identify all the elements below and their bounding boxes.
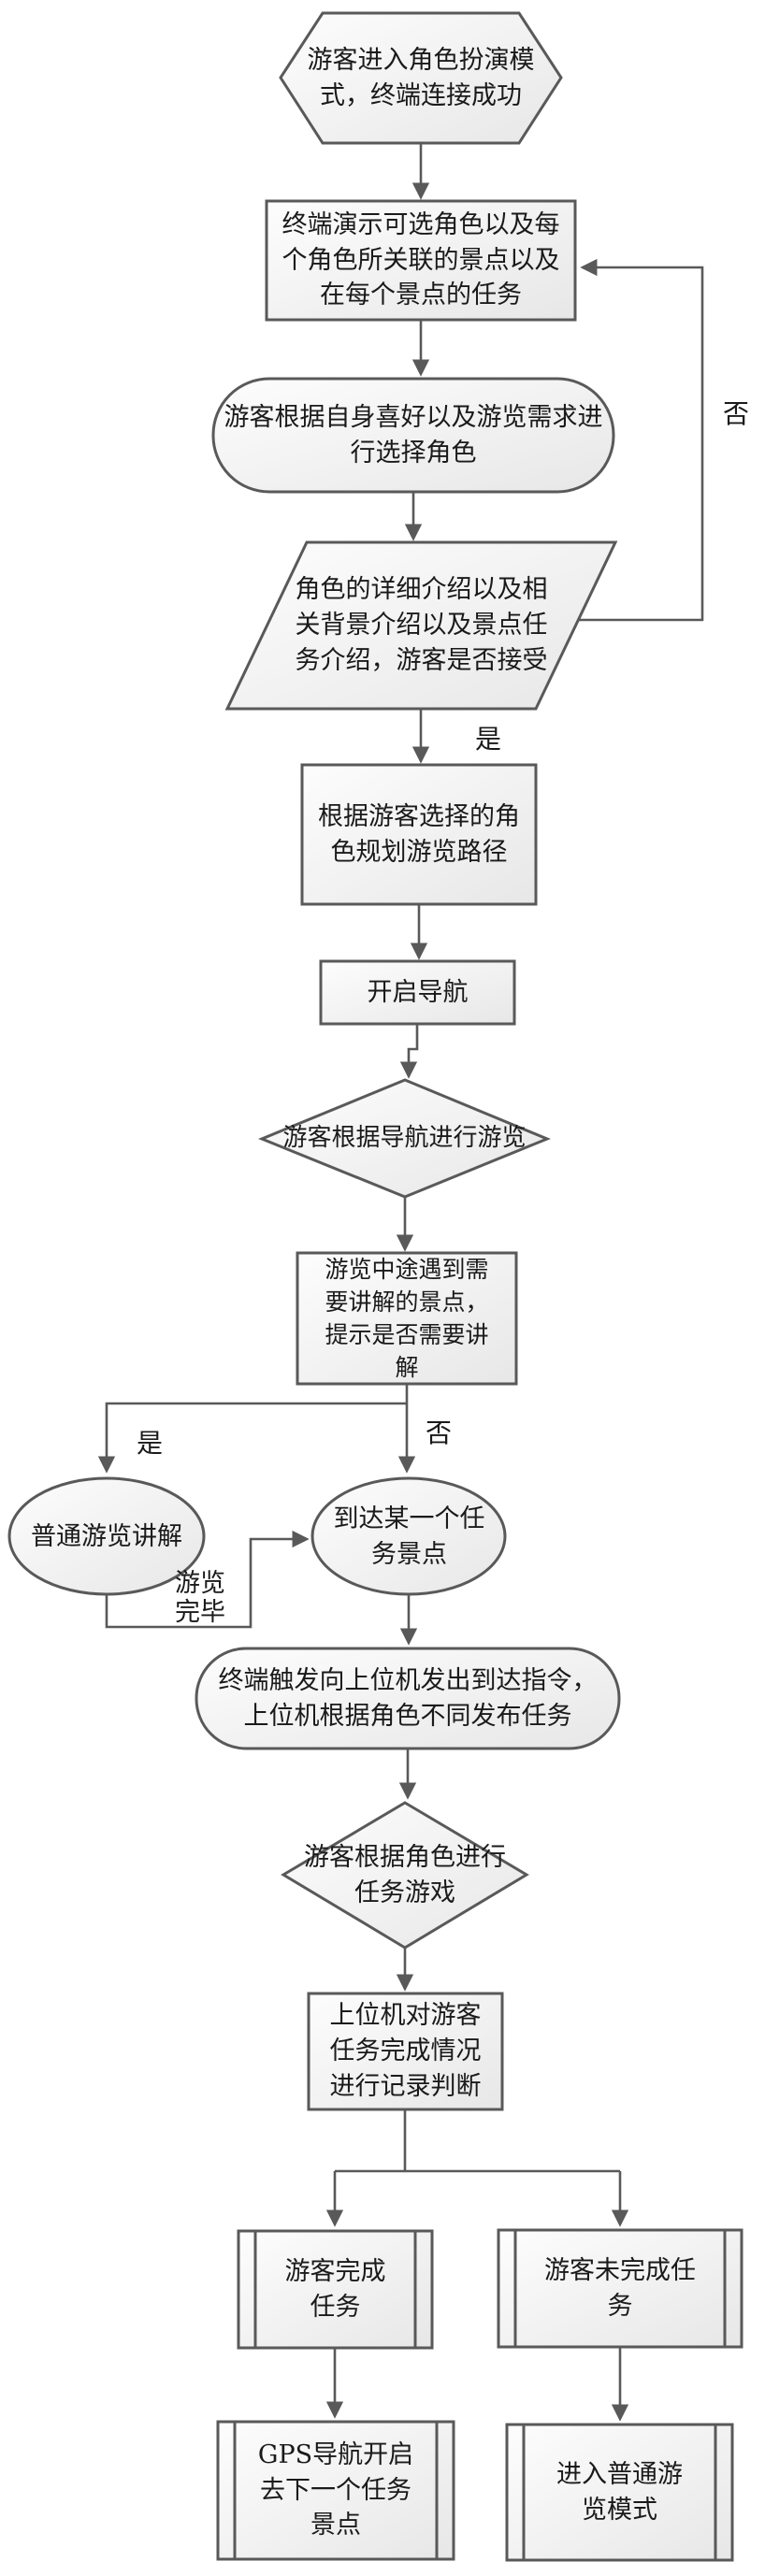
incomplete-predefined-shape [497,2228,743,2349]
connector-nav-tour [399,1024,419,1079]
edge-label-tour-done: 游览 完毕 [175,1569,225,1628]
demo-rect-shape [265,199,577,322]
edge-label-yes-branch: 是 [136,1428,163,1459]
edge-label-yes-top: 是 [474,724,501,755]
intro-parallelogram-shape [224,540,618,711]
select-stadium-shape [211,377,615,494]
plan-rect-shape [300,763,538,906]
connector-explain-arrive [105,1530,310,1629]
edge-label-no-top: 否 [722,398,749,429]
record-rect-shape [307,1992,504,2111]
connector-prompt-explain-yes [97,1402,407,1474]
normal-predefined-shape [505,2423,734,2562]
trigger-stadium-shape [195,1647,621,1750]
connector-intro-demo-no [578,258,704,622]
arrive-ellipse-shape [310,1476,507,1596]
start-hexagon-shape [279,11,563,145]
edge-label-no-branch: 否 [425,1418,452,1448]
nav-rect-shape [319,959,516,1026]
prompt-rect-shape [296,1251,518,1386]
explain-ellipse-shape [7,1476,206,1596]
tour-diamond-shape [258,1078,551,1199]
game-diamond-shape [281,1801,529,1950]
complete-predefined-shape [237,2229,434,2350]
gps-predefined-shape [216,2420,455,2561]
